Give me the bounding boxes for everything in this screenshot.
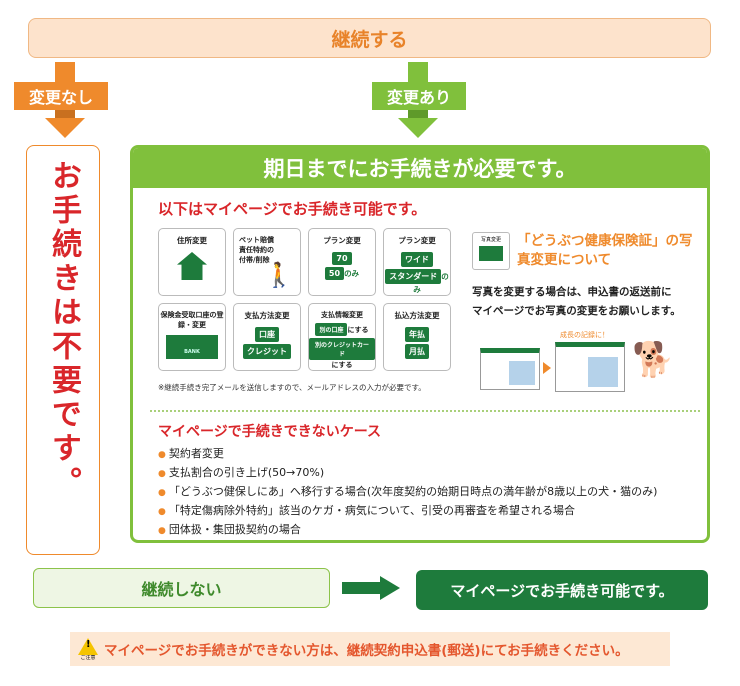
no-procedure-text: お手続きは不要です。 <box>46 160 81 500</box>
warning-label: ご注意 <box>80 654 96 661</box>
arrow-right-stem <box>342 582 382 594</box>
suffix: のみ <box>344 269 360 278</box>
suffix: のみ <box>413 272 449 294</box>
tile-title: 保険金受取口座の登録・変更 <box>160 311 224 329</box>
credit-card: クレジット <box>243 344 291 359</box>
change-label: 変更あり <box>372 82 466 110</box>
warning-icon: !ご注意 <box>78 637 98 661</box>
mypage-available-box: マイページでお手続き可能です。 <box>416 570 708 610</box>
arrow-stem <box>55 110 75 118</box>
new-card-image <box>555 342 625 392</box>
arrow-right-icon <box>380 576 400 600</box>
photo-change-icon: 写真変更 <box>472 232 510 270</box>
email-note: ※継続手続き完了メールを送信しますので、メールアドレスの入力が必要です。 <box>158 383 426 392</box>
house-icon <box>177 252 207 280</box>
tile-payment-frequency: 払込方法変更年払月払 <box>383 303 451 371</box>
bank-card-icon: BANK <box>166 335 218 359</box>
photo-body-line: 写真を変更する場合は、申込書の返送前に <box>472 286 672 298</box>
monthly-pay: 月払 <box>405 344 429 359</box>
photo-body: 写真を変更する場合は、申込書の返送前にマイページでお写真の変更をお願いします。 <box>472 283 681 321</box>
tile-address-change: 住所変更 <box>158 228 226 296</box>
dog-cat-illustration: 🐕 <box>632 340 675 380</box>
other-account: 別の口座 <box>315 323 348 336</box>
icon-label: 写真変更 <box>480 237 501 243</box>
plan-from: 70 <box>332 252 352 265</box>
continue-box: 継続する <box>28 18 711 58</box>
tile-payment-method: 支払方法変更口座クレジット <box>233 303 301 371</box>
list-item: 支払割合の引き上げ(50→70%) <box>158 464 324 480</box>
tile-liability-rider: ペット賠償責任特約の付帯/削除🚶 <box>233 228 301 296</box>
divider <box>150 410 700 412</box>
notice-text: マイページでお手続きができない方は、継続契約申込書(郵送)にてお手続きください。 <box>104 643 629 659</box>
no-procedure-box: お手続きは不要です。 <box>26 145 100 555</box>
list-item: 「特定傷病除外特約」該当のケガ・病気について、引受の再審査を希望される場合 <box>158 502 575 518</box>
arrow-stem <box>55 62 75 82</box>
tile-plan-change-type: プラン変更ワイドスタンダードのみ <box>383 228 451 296</box>
procedure-panel: 期日までにお手続きが必要です。 <box>130 145 710 543</box>
photo-body-line: マイページでお写真の変更をお願いします。 <box>472 305 681 317</box>
arrow-right-icon <box>543 362 551 374</box>
list-item: 契約者変更 <box>158 445 224 461</box>
arrow-down-icon <box>398 118 438 138</box>
list-item: 団体扱・集団扱契約の場合 <box>158 521 301 537</box>
arrow-stem <box>408 110 428 118</box>
continue-label: 継続する <box>331 28 408 51</box>
tile-payment-info: 支払情報変更別の口座にする別のクレジットカードにする <box>308 303 376 371</box>
tile-title: 払込方法変更 <box>394 311 440 320</box>
mypage-available-label: マイページでお手続き可能です。 <box>450 581 674 600</box>
panel-title: 期日までにお手続きが必要です。 <box>133 148 707 188</box>
tile-title: プラン変更 <box>398 236 436 245</box>
photo-caption: 成長の記録に！ <box>560 331 609 339</box>
tile-title: 支払情報変更 <box>321 311 363 319</box>
photo-title: 「どうぶつ健康保険証」の写真変更について <box>517 233 693 268</box>
tile-title: 支払方法変更 <box>244 311 290 320</box>
account-card: 口座 <box>255 327 279 342</box>
no-change-label: 変更なし <box>14 82 108 110</box>
arrow-down-icon <box>45 118 85 138</box>
plan-to: 50 <box>324 267 345 280</box>
old-card-image <box>480 348 540 390</box>
notice-bar: !ご注意 マイページでお手続きができない方は、継続契約申込書(郵送)にてお手続き… <box>70 632 670 666</box>
list-item: 「どうぶつ健保しにあ」へ移行する場合(次年度契約の始期日時点の満年齢が8歳以上の… <box>158 483 658 499</box>
not-continue-box: 継続しない <box>33 568 330 608</box>
not-continue-label: 継続しない <box>141 580 222 599</box>
plan-to: スタンダード <box>385 269 442 284</box>
tile-title: ペット賠償責任特約の付帯/削除 <box>239 236 274 264</box>
plan-from: ワイド <box>401 252 433 267</box>
mypage-heading: 以下はマイページでお手続き可能です。 <box>158 200 427 218</box>
cannot-heading: マイページで手続きできないケース <box>158 424 382 440</box>
annual-pay: 年払 <box>405 327 429 342</box>
tile-title: 住所変更 <box>177 236 207 245</box>
tile-bank-account: 保険金受取口座の登録・変更 BANK <box>158 303 226 371</box>
suffix: にする <box>331 361 353 369</box>
tile-title: プラン変更 <box>323 236 361 245</box>
other-card: 別のクレジットカード <box>309 338 375 360</box>
suffix: にする <box>347 326 369 334</box>
person-dog-icon: 🚶 <box>264 261 294 289</box>
arrow-stem <box>408 62 428 82</box>
